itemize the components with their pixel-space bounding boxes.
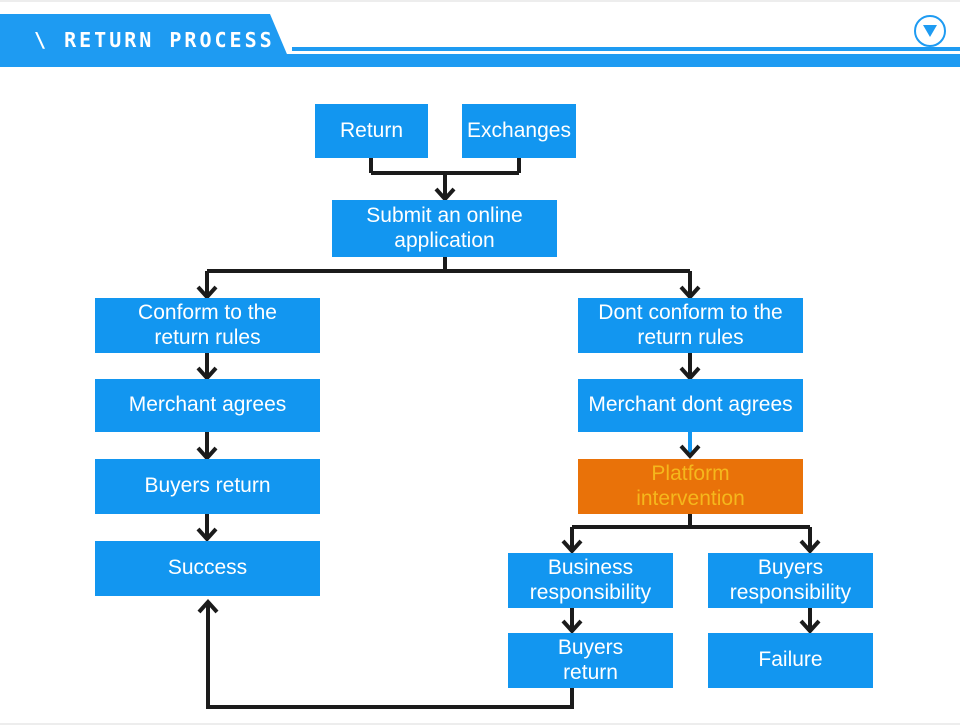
- node-submit-application: Submit an online application: [332, 200, 557, 257]
- arrowhead-into-submit: [434, 187, 456, 202]
- arrowhead-into-buyers-return: [196, 446, 218, 461]
- arrowhead-into-merchant-dont: [679, 366, 701, 381]
- node-label: Submit an online application: [366, 204, 523, 252]
- node-failure: Failure: [708, 633, 873, 688]
- node-business-responsibility: Business responsibility: [508, 553, 673, 608]
- top-edge-line: [0, 0, 960, 2]
- node-label: Dont conform to the return rules: [598, 301, 783, 349]
- node-dont-conform-rules: Dont conform to the return rules: [578, 298, 803, 353]
- node-label: Buyers return: [557, 636, 624, 684]
- arrowhead-into-failure: [799, 619, 821, 634]
- bottom-edge-line: [0, 723, 960, 725]
- node-label: Buyers return: [144, 474, 271, 498]
- node-label: Conform to the return rules: [138, 301, 277, 349]
- node-buyers-return: Buyers return: [95, 459, 320, 514]
- node-return: Return: [315, 104, 428, 158]
- node-buyers-responsibility: Buyers responsibility: [708, 553, 873, 608]
- arrowhead-into-conform: [196, 285, 218, 300]
- node-label: Failure: [758, 648, 823, 672]
- connector-branch-platform: [570, 514, 812, 550]
- arrowhead-into-business-resp: [561, 539, 583, 554]
- node-label: Exchanges: [467, 118, 571, 142]
- node-label: Buyers responsibility: [729, 556, 852, 604]
- node-label: Merchant agrees: [128, 393, 287, 417]
- node-label: Merchant dont agrees: [588, 393, 793, 417]
- arrowhead-into-platform: [679, 444, 701, 459]
- node-conform-rules: Conform to the return rules: [95, 298, 320, 353]
- connector-branch-submit: [205, 257, 692, 295]
- node-success: Success: [95, 541, 320, 596]
- arrowhead-up-into-success: [197, 599, 219, 614]
- node-label: Success: [167, 556, 248, 580]
- node-label: Platform intervention: [636, 462, 745, 510]
- connector-merge-return-exchanges: [369, 158, 521, 198]
- header-banner: \ RETURN PROCESS: [0, 14, 292, 66]
- arrowhead-into-success: [196, 527, 218, 542]
- node-buyers-return-bottom: Buyers return: [508, 633, 673, 688]
- collapse-button[interactable]: [914, 15, 946, 47]
- arrowhead-into-buyers-resp: [799, 539, 821, 554]
- node-merchant-agrees: Merchant agrees: [95, 379, 320, 432]
- page-title: \ RETURN PROCESS: [34, 28, 275, 52]
- triangle-down-icon: [923, 25, 937, 37]
- arrowhead-into-merchant-agrees: [196, 366, 218, 381]
- node-label: Return: [339, 118, 404, 142]
- node-label: Business responsibility: [529, 556, 652, 604]
- arrowhead-into-buyers-return-bottom: [561, 619, 583, 634]
- node-platform-intervention: Platform intervention: [578, 459, 803, 514]
- node-merchant-dont-agrees: Merchant dont agrees: [578, 379, 803, 432]
- header-accent-line: [292, 47, 960, 51]
- arrowhead-into-dont-conform: [679, 285, 701, 300]
- node-exchanges: Exchanges: [462, 104, 576, 158]
